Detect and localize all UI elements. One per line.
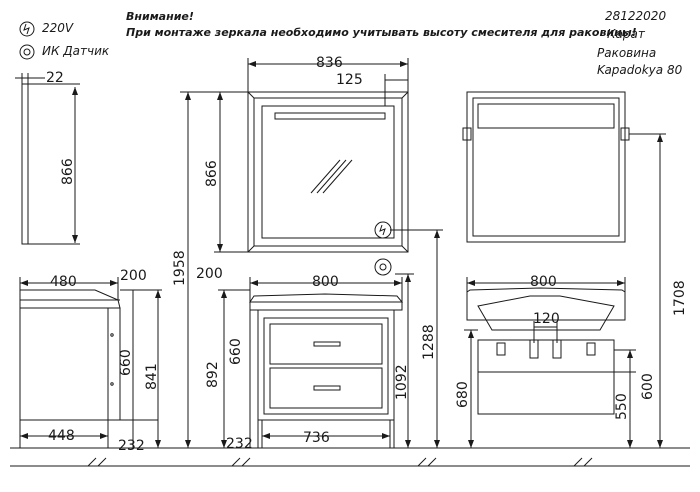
warning-text: При монтаже зеркала необходимо учитывать… — [126, 26, 637, 39]
cabinet-side-view — [19, 277, 162, 448]
dim-mirror-sensor-height: 1092 — [394, 364, 410, 400]
dim-rear-outlet-height: 600 — [640, 373, 656, 400]
dim-rear-mirror-height: 1708 — [672, 280, 688, 316]
floor-line — [10, 447, 690, 467]
rear-view — [462, 91, 666, 448]
dim-cabinet-side-depth: 480 — [50, 274, 77, 290]
dim-cabinet-side-leg: 232 — [118, 438, 145, 454]
dimension-arrows — [20, 61, 663, 448]
power-plug-icon — [19, 21, 35, 37]
dim-rear-pipe-spacing: 120 — [533, 311, 560, 327]
dim-rear-width: 800 — [530, 274, 557, 290]
dim-mirror-offset: 125 — [336, 72, 363, 88]
dim-mirror-width: 836 — [316, 55, 343, 71]
dim-total-height: 1958 — [172, 250, 188, 286]
dim-cabinet-front-bottom: 736 — [303, 430, 330, 446]
dim-cabinet-front-width: 800 — [312, 274, 339, 290]
warning-title: Внимание! — [126, 10, 194, 23]
dim-rear-height: 680 — [455, 381, 471, 408]
cabinet-front-view — [218, 229, 443, 449]
dim-cabinet-front-leg: 232 — [226, 436, 253, 452]
dim-cabinet-front-top: 892 — [205, 361, 221, 388]
dim-rear-outlet-low: 550 — [614, 393, 630, 420]
sink-model: Kapadokya 80 — [597, 63, 683, 77]
dim-cabinet-side-bottom: 448 — [48, 428, 75, 444]
mirror-side-view — [15, 73, 80, 245]
sink-label: Раковина — [597, 46, 657, 60]
mirror-front-view — [180, 58, 409, 448]
ir-sensor-icon — [19, 44, 35, 60]
product-name: Карат — [607, 27, 645, 41]
sensor-label: ИК Датчик — [42, 44, 110, 58]
power-label: 220V — [42, 21, 74, 35]
dim-mirror-sensor-level: 1288 — [421, 324, 437, 360]
dim-sink-side-height: 200 — [120, 268, 147, 284]
dim-sink-front-height: 200 — [196, 266, 223, 282]
dim-cabinet-front-height: 660 — [228, 338, 244, 365]
dim-mirror-depth: 22 — [46, 70, 64, 86]
article-number: 28122020 — [605, 9, 667, 23]
dim-mirror-side-height: 866 — [60, 158, 76, 185]
dim-mirror-front-height: 866 — [204, 160, 220, 187]
mirror-sensor-icon — [379, 224, 386, 236]
dim-cabinet-side-top: 841 — [144, 363, 160, 390]
dim-cabinet-side-height: 660 — [118, 349, 134, 376]
